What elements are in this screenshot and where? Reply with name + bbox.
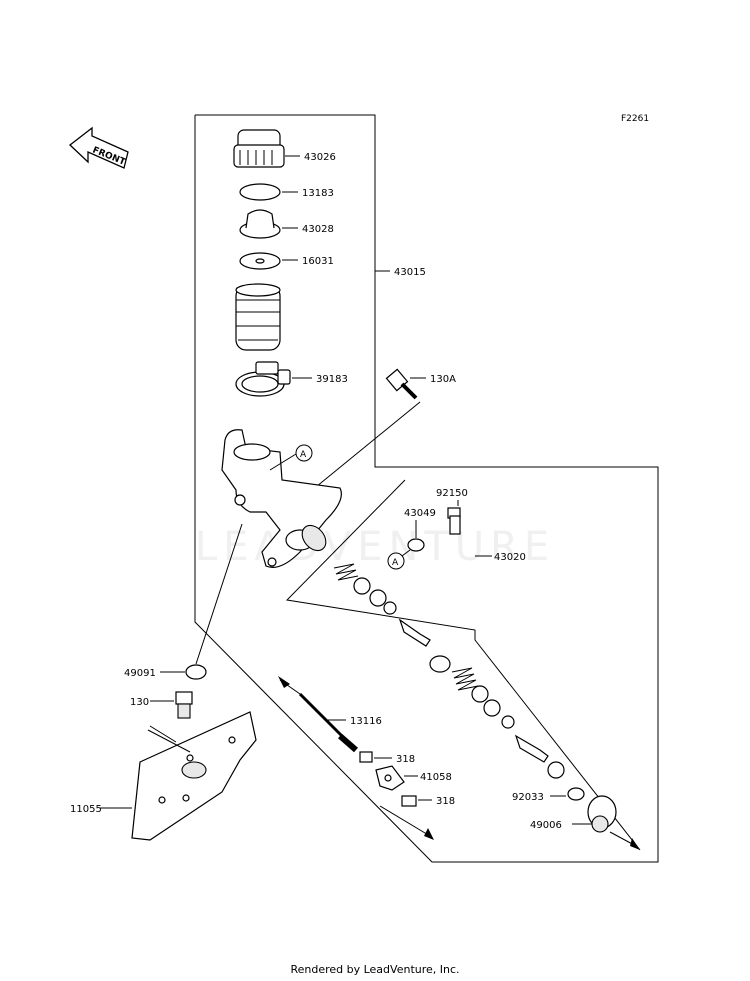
label-41058: 41058	[420, 772, 452, 783]
part-318-nut-b	[401, 795, 417, 807]
spring-2	[451, 667, 479, 691]
part-130A-bolt	[385, 368, 418, 400]
ref-marker-a1	[295, 444, 313, 462]
part-13116-pushrod	[298, 692, 358, 753]
part-130-bolt	[175, 691, 193, 719]
label-49006: 49006	[530, 820, 562, 831]
figure-code: F2261	[621, 114, 649, 124]
part-49006-boot	[587, 795, 617, 833]
assembly-bracket-43015	[194, 114, 659, 863]
part-43049-washer	[407, 538, 425, 552]
reservoir	[235, 283, 281, 351]
part-92033-circlip	[567, 787, 585, 801]
part-13183-ring	[239, 183, 281, 201]
label-43026: 43026	[304, 152, 336, 163]
ref-a2: A	[392, 558, 399, 568]
watermark: LEADVENTURE	[195, 524, 555, 570]
master-cylinder-body	[221, 429, 342, 568]
label-43049: 43049	[404, 508, 436, 519]
part-16031-plate	[239, 252, 281, 270]
ref-marker-a2	[387, 552, 405, 570]
part-11055-bracket	[131, 711, 257, 841]
label-318-b: 318	[436, 796, 455, 807]
label-39183: 39183	[316, 374, 348, 385]
label-43015: 43015	[394, 267, 426, 278]
label-13183: 13183	[302, 188, 334, 199]
part-41058-clevis	[375, 765, 405, 791]
part-92150-bleeder	[447, 507, 461, 535]
label-92150: 92150	[436, 488, 468, 499]
label-49091: 49091	[124, 668, 156, 679]
assembly-bracket-43020	[285, 479, 641, 851]
label-130A: 130A	[430, 374, 456, 385]
label-13116: 13116	[350, 716, 382, 727]
part-49091-gasket	[185, 664, 207, 680]
footer-credit: Rendered by LeadVenture, Inc.	[290, 963, 460, 976]
part-43028-diaphragm	[239, 209, 281, 239]
label-92033: 92033	[512, 792, 544, 803]
spring-1	[333, 563, 359, 581]
label-43028: 43028	[302, 224, 334, 235]
label-16031: 16031	[302, 256, 334, 267]
label-11055: 11055	[70, 804, 102, 815]
front-arrow-icon: FRONT	[69, 126, 129, 169]
piston-kit-parts	[333, 563, 565, 779]
ref-a1: A	[300, 450, 307, 460]
label-318-a: 318	[396, 754, 415, 765]
part-318-nut-a	[359, 751, 373, 763]
part-43026-cap	[233, 129, 285, 168]
label-43020: 43020	[494, 552, 526, 563]
part-39183-clamp	[235, 361, 291, 397]
label-130: 130	[130, 697, 149, 708]
